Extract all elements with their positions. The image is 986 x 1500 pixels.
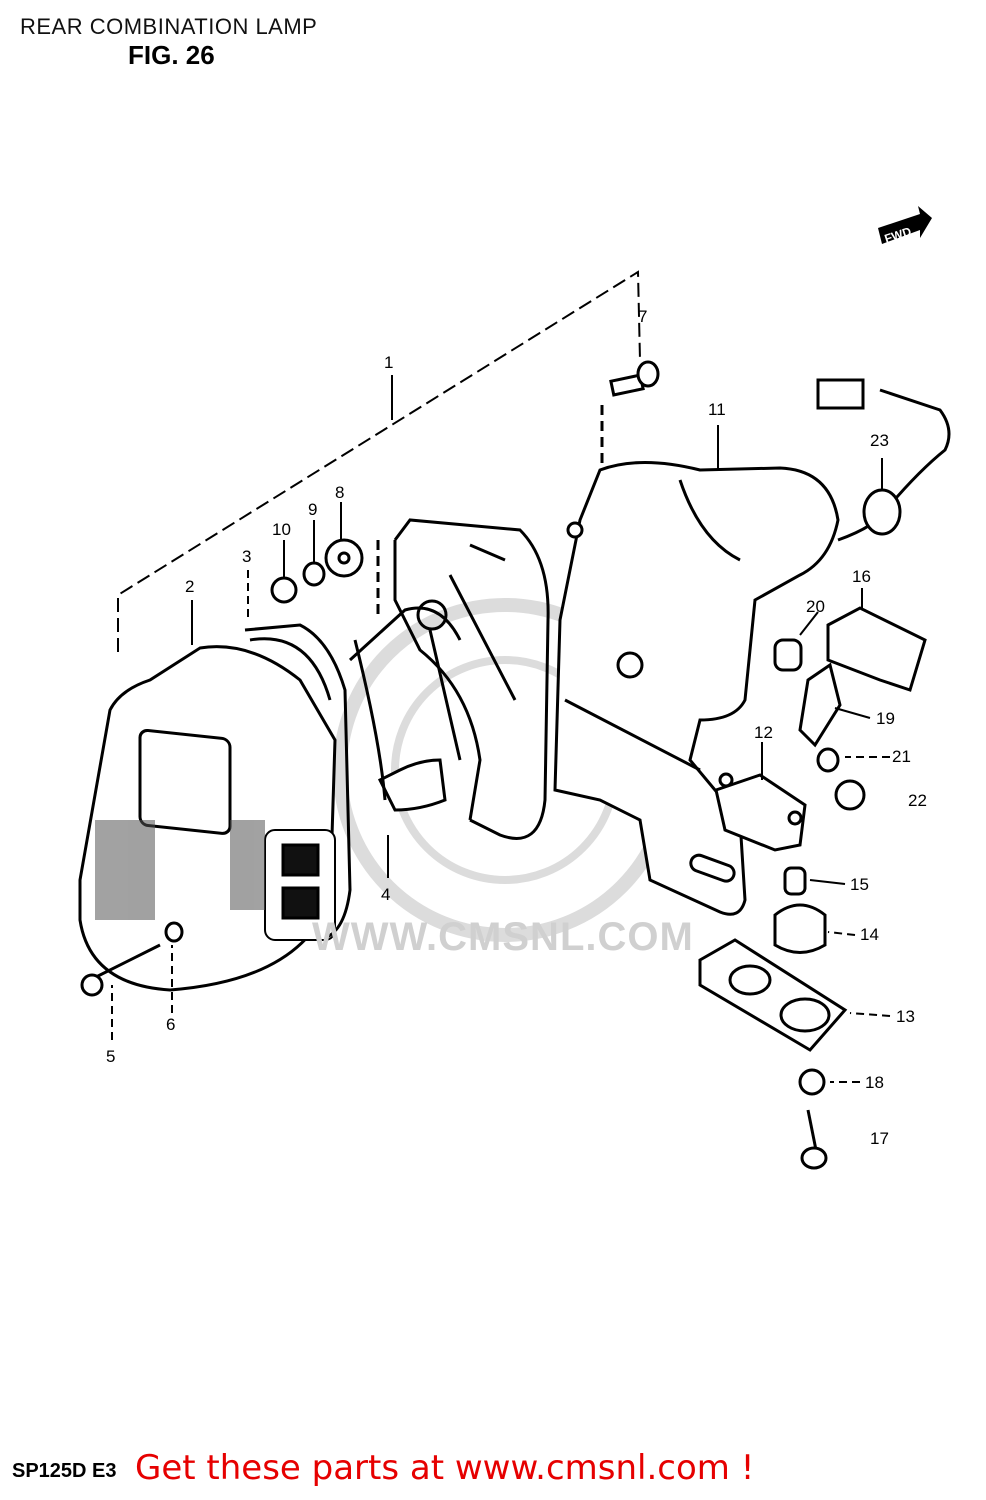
callout-14: 14: [860, 925, 879, 944]
callout-7: 7: [638, 307, 647, 326]
callout-17: 17: [870, 1129, 889, 1148]
lamp-lens-part: [78, 645, 337, 992]
callout-16: 16: [852, 567, 871, 586]
forward-arrow-icon: [878, 206, 932, 244]
callout-2: 2: [185, 577, 194, 596]
promo-link[interactable]: Get these parts at www.cmsnl.com !: [135, 1448, 755, 1488]
callout-18: 18: [865, 1073, 884, 1092]
figure-number: FIG. 26: [128, 40, 215, 70]
bolt-part-7: [600, 360, 660, 470]
callout-9: 9: [308, 500, 317, 519]
callout-11: 11: [708, 400, 726, 419]
callout-6: 6: [166, 1015, 175, 1034]
callout-20: 20: [806, 597, 825, 616]
reflector-mount-parts: [773, 606, 927, 811]
model-code: SP125D E3: [12, 1460, 117, 1482]
callout-3: 3: [242, 547, 251, 566]
wiring-harness-part: [816, 378, 951, 542]
watermark-text: WWW.CMSNL.COM: [312, 915, 694, 959]
clamp-part-12: [714, 772, 807, 852]
callout-1: 1: [384, 353, 393, 372]
lamp-housing-part: [348, 518, 550, 840]
callout-13: 13: [896, 1007, 915, 1026]
callout-8: 8: [335, 483, 344, 502]
assembly-bracket-1: [117, 270, 641, 652]
screw-part-5: [80, 921, 184, 997]
lamp-bracket-part: [553, 461, 840, 916]
lamp-gasket-part: [244, 623, 352, 940]
callout-5: 5: [106, 1047, 115, 1066]
nut-washer-parts: [270, 538, 380, 620]
callout-15: 15: [850, 875, 869, 894]
callout-10: 10: [272, 520, 291, 539]
callout-19: 19: [876, 709, 895, 728]
page-title: REAR COMBINATION LAMP: [20, 14, 318, 39]
callout-leaders: [111, 425, 891, 1083]
callout-4: 4: [381, 885, 390, 904]
callout-numbers: 1 2 3 4 5 6 7 8 9 10 11 12 13 14 15 16 1…: [106, 307, 927, 1148]
callout-21: 21: [892, 747, 911, 766]
callout-23: 23: [870, 431, 889, 450]
callout-22: 22: [908, 791, 927, 810]
callout-12: 12: [754, 723, 773, 742]
license-plate-mount-parts: [698, 866, 848, 1170]
